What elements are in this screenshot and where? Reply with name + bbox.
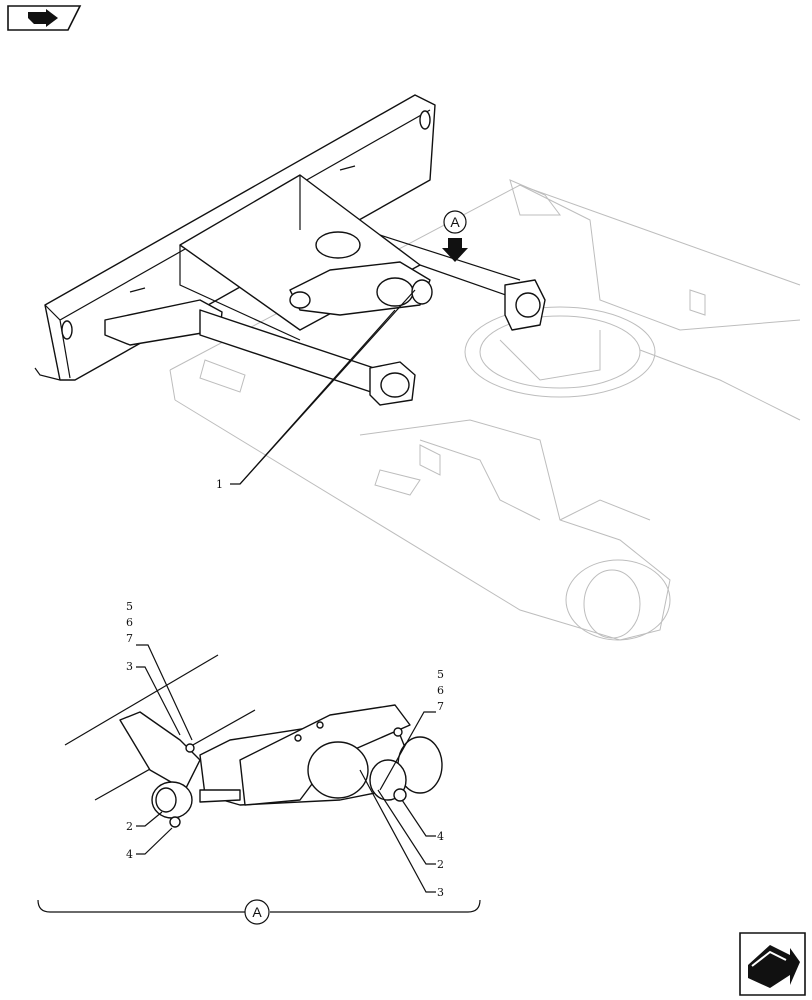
callout-left-7: 7: [126, 632, 133, 645]
detail-callout-right-4: 4: [401, 799, 444, 843]
callout-1: 1: [216, 289, 416, 491]
callout-right-2: 2: [437, 858, 444, 871]
callout-right-5: 5: [437, 668, 444, 681]
detail-callout-right-3: 3: [359, 769, 444, 899]
detail-callout-left-3: 3: [126, 660, 181, 736]
callout-left-2: 2: [126, 820, 133, 833]
view-a-marker: A: [442, 210, 468, 262]
detail-callout-left-stack: 5 6 7: [126, 600, 193, 741]
callout-1-label: 1: [216, 478, 223, 491]
callout-left-5: 5: [126, 600, 133, 613]
back-arrow-icon[interactable]: [7, 5, 82, 31]
lift-cylinder: [289, 261, 546, 406]
detail-view-a: [64, 654, 443, 828]
view-a-letter: A: [450, 214, 460, 230]
callout-left-4: 4: [126, 848, 133, 861]
callout-right-4: 4: [437, 830, 444, 843]
next-arrow-icon[interactable]: [739, 932, 806, 996]
callout-right-3: 3: [437, 886, 444, 899]
detail-a-letter: A: [252, 904, 262, 920]
callout-left-6: 6: [126, 616, 133, 629]
callout-left-3: 3: [126, 660, 133, 673]
detail-callout-right-stack: 5 6 7: [379, 668, 444, 791]
callout-right-7: 7: [437, 700, 444, 713]
detail-bracket: A: [37, 899, 481, 925]
undercarriage-frame: [169, 179, 801, 641]
callout-right-6: 6: [437, 684, 444, 697]
detail-callout-right-2: 2: [377, 789, 444, 871]
detail-callout-left-4: 4: [126, 827, 173, 861]
detail-callout-left-2: 2: [126, 811, 163, 833]
